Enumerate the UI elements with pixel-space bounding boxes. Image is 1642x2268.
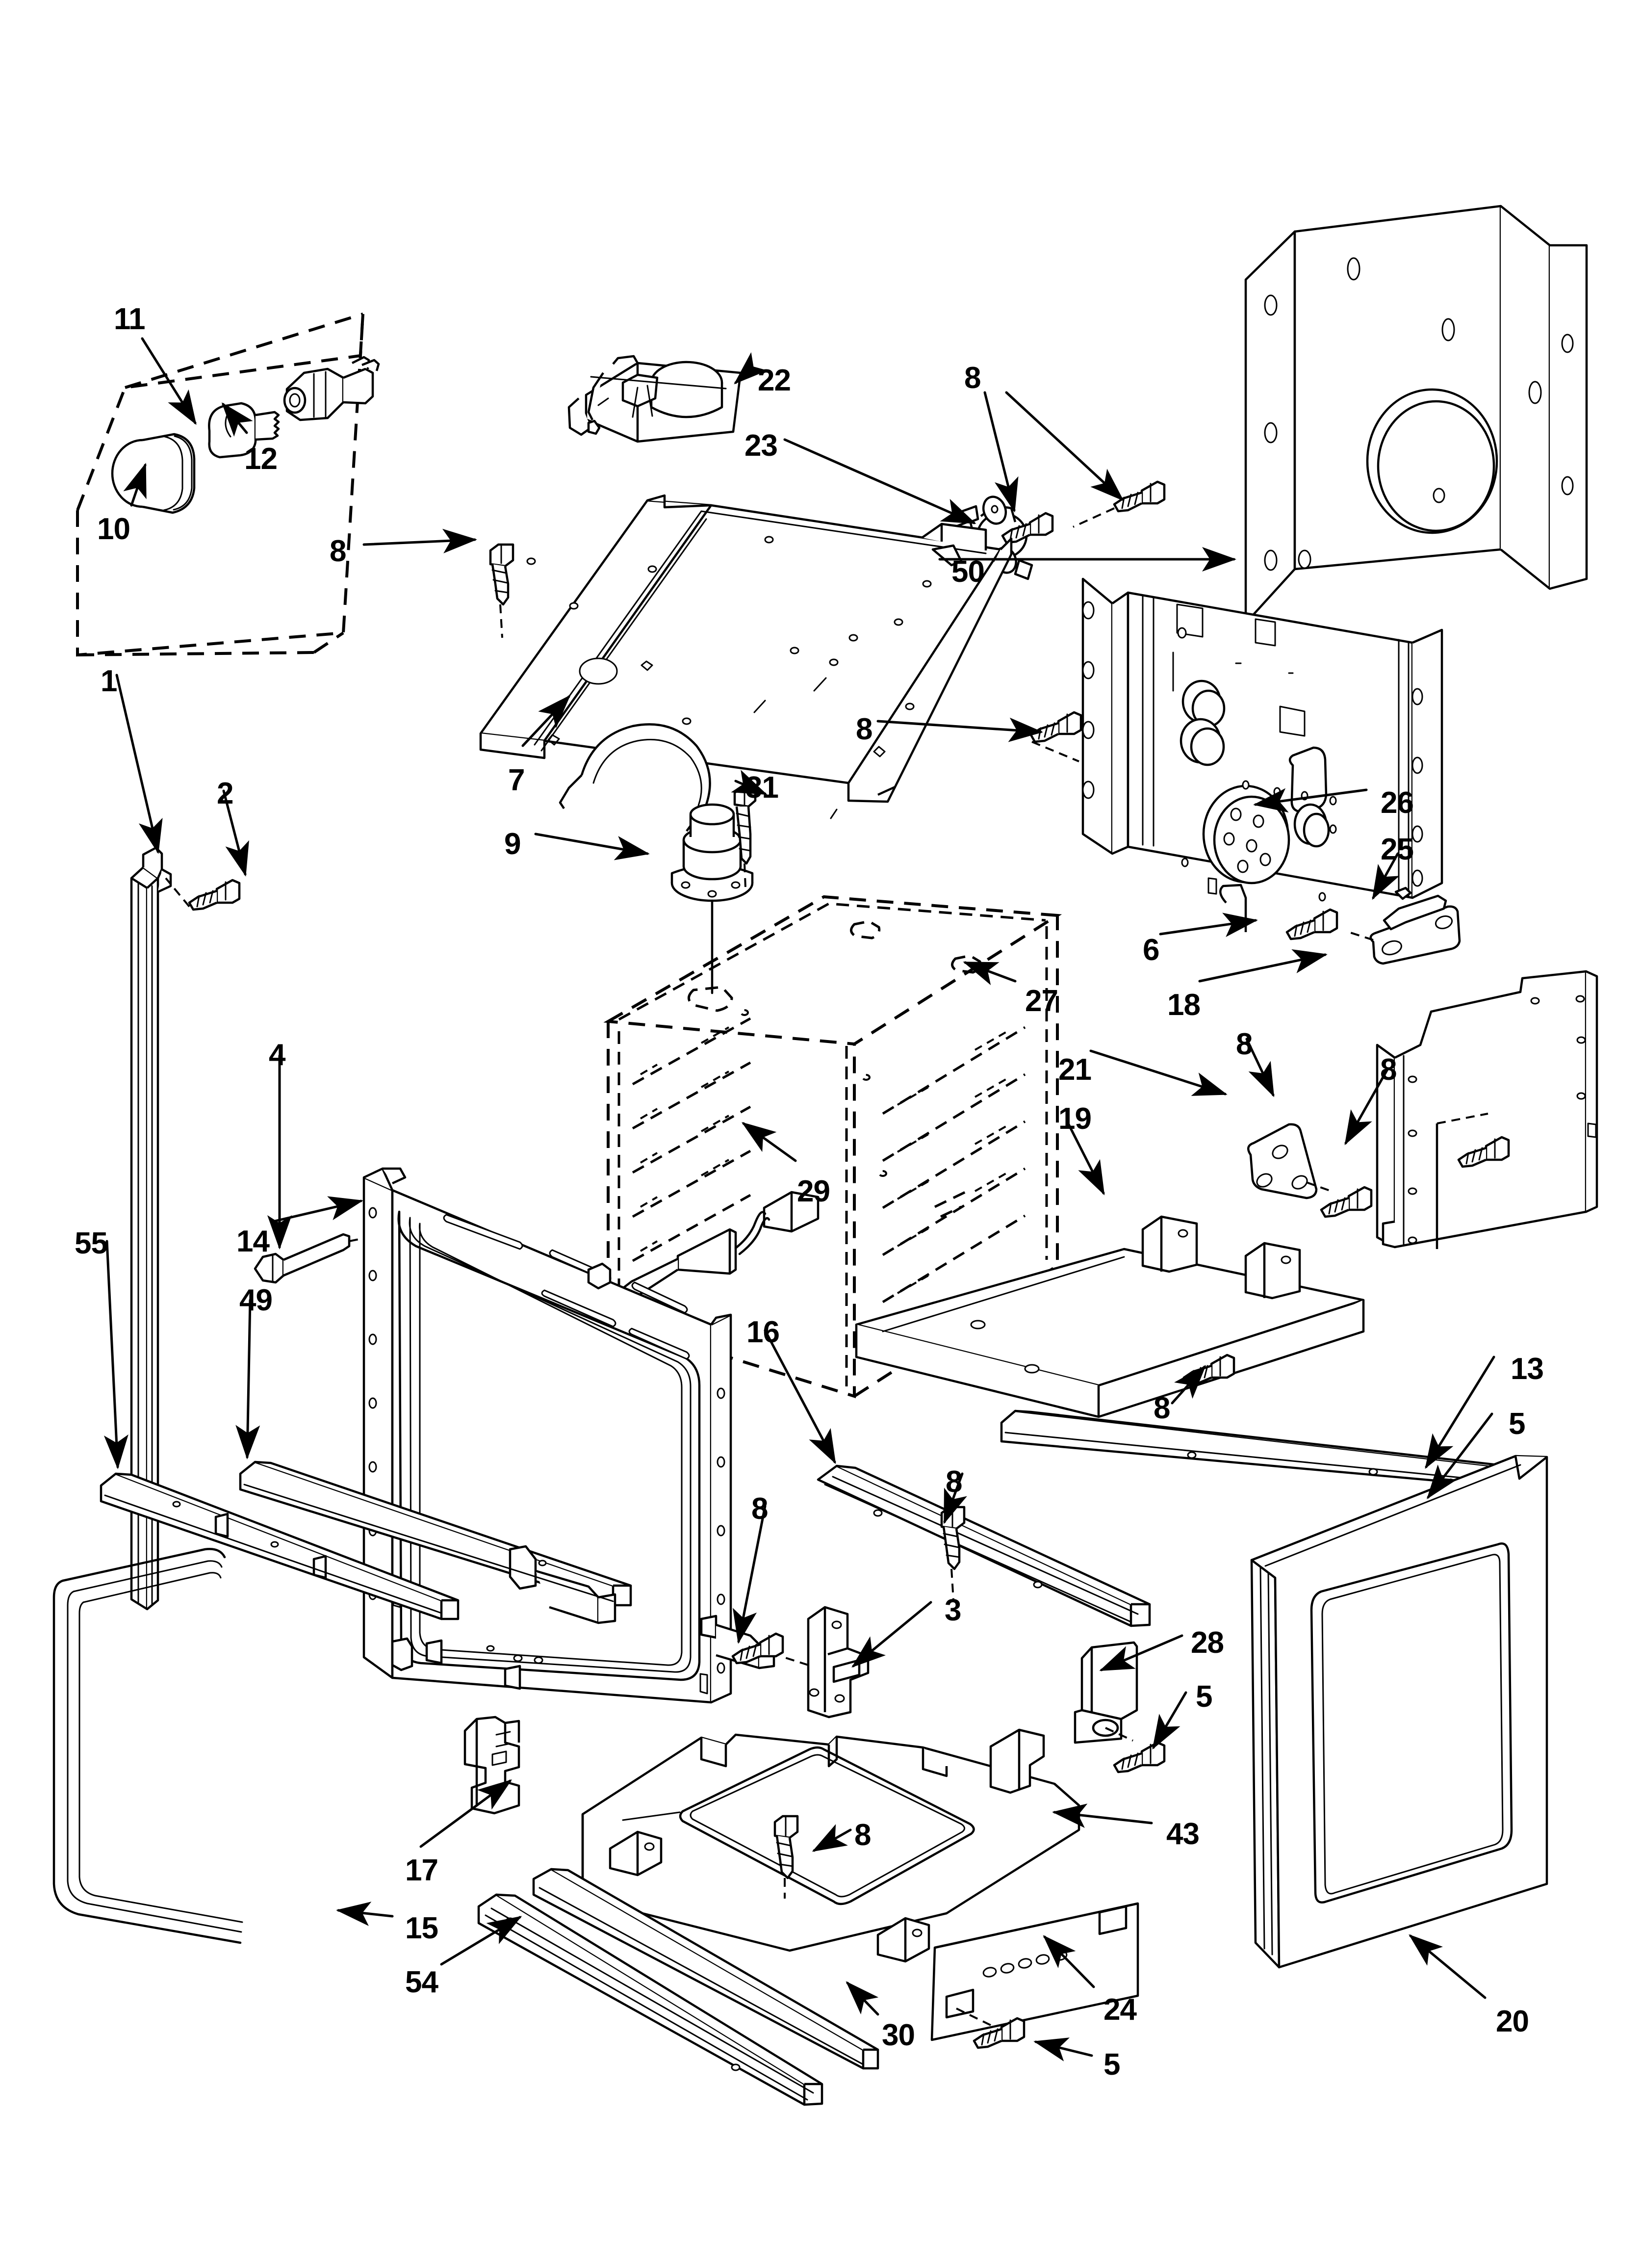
knob-assembly-group [76, 313, 380, 657]
screw-part [1457, 1136, 1510, 1168]
screw-short-part [1113, 1741, 1166, 1773]
toe-panel-part [930, 1902, 1139, 2041]
callout-5-cover: 5 [1196, 1680, 1212, 1714]
callout-8-shelf: 8 [1154, 1391, 1170, 1425]
callout-20: 20 [1496, 2005, 1529, 2038]
lower-trim-bar-part [532, 1868, 879, 2070]
screw-trim-part [165, 877, 241, 911]
callout-54: 54 [405, 1965, 438, 1999]
callout-17: 17 [405, 1853, 438, 1887]
callout-5-toe: 5 [1103, 2048, 1120, 2082]
callout-21: 21 [1058, 1053, 1092, 1087]
rear-burner-box-panel-part [1081, 577, 1443, 932]
triangular-bracket-part [1247, 1123, 1334, 1199]
cover-plate-part [1074, 1641, 1138, 1744]
side-panel-left-part [1376, 970, 1598, 1249]
screw-part [1029, 711, 1082, 762]
rear-panel-upper-part [1244, 205, 1588, 625]
callout-8-top: 8 [964, 361, 981, 395]
callout-8-mid-top: 8 [856, 712, 872, 746]
callout-49: 49 [239, 1283, 273, 1317]
callout-1: 1 [101, 664, 117, 698]
callout-30: 30 [882, 2018, 915, 2052]
callout-13: 13 [1511, 1352, 1544, 1386]
hinge-bracket-part [463, 1716, 520, 1815]
callout-3: 3 [945, 1593, 961, 1627]
callout-7: 7 [508, 763, 525, 797]
callout-2: 2 [217, 777, 233, 810]
oven-temperature-sensor-part [617, 1191, 820, 1302]
callout-25: 25 [1381, 833, 1414, 866]
convection-fan-motor-part [670, 803, 754, 994]
lamp-socket-part [283, 356, 380, 421]
callout-16: 16 [746, 1315, 780, 1349]
callout-9: 9 [504, 827, 521, 861]
callout-8-left-top: 8 [330, 534, 346, 568]
leader-lines [103, 337, 1495, 2061]
callout-10: 10 [97, 512, 130, 546]
callout-19: 19 [1058, 1102, 1092, 1136]
door-hinge-receiver-part [1345, 886, 1461, 965]
callout-29: 29 [797, 1174, 830, 1208]
screw-part [489, 543, 514, 638]
callout-15: 15 [405, 1911, 438, 1945]
bottom-shelf-panel-part [855, 1215, 1365, 1418]
callout-12: 12 [244, 442, 278, 476]
knob-part [111, 433, 196, 514]
callout-50: 50 [951, 555, 985, 589]
oven-front-frame-part [362, 1167, 732, 1704]
oven-door-gasket-part [52, 1548, 243, 1944]
callout-43: 43 [1166, 1817, 1200, 1851]
callout-8-panel: 8 [1380, 1053, 1397, 1087]
callout-6: 6 [1143, 933, 1159, 967]
cooktop-support-panel-part [479, 494, 1013, 846]
gas-valve-assembly-part [567, 355, 742, 443]
door-stop-pin-part [254, 1224, 432, 1284]
screw-hinge-part [1285, 908, 1338, 940]
callout-24: 24 [1103, 1993, 1137, 2027]
callout-4: 4 [269, 1038, 285, 1072]
screw-part [1073, 480, 1166, 528]
side-trim-strip-part [130, 846, 172, 1611]
screw-short-part [973, 2017, 1026, 2049]
callout-55: 55 [75, 1226, 108, 1260]
callout-23: 23 [744, 429, 778, 463]
screw-part [773, 1815, 799, 1899]
callout-18: 18 [1167, 988, 1201, 1022]
callout-22: 22 [758, 364, 791, 397]
callout-8-trim: 8 [946, 1465, 962, 1499]
callout-8-bracket: 8 [751, 1492, 768, 1526]
callout-26: 26 [1381, 786, 1414, 820]
callout-28: 28 [1191, 1626, 1224, 1660]
lower-front-trim-part [817, 1464, 1151, 1627]
callout-8-pan: 8 [854, 1818, 871, 1852]
callout-11: 11 [114, 302, 146, 336]
callout-5-rail: 5 [1509, 1407, 1525, 1441]
screw-part [1001, 512, 1054, 544]
callout-8-hinge: 8 [1236, 1027, 1253, 1061]
callout-14: 14 [236, 1225, 270, 1258]
front-rail-left-part [100, 1472, 460, 1620]
callout-31: 31 [745, 771, 779, 805]
callout-27: 27 [1025, 984, 1058, 1018]
side-bracket-part [783, 1606, 870, 1719]
screw-part [731, 1632, 784, 1665]
outer-door-panel-part [1250, 1455, 1548, 1969]
screw-part [1320, 1186, 1373, 1218]
